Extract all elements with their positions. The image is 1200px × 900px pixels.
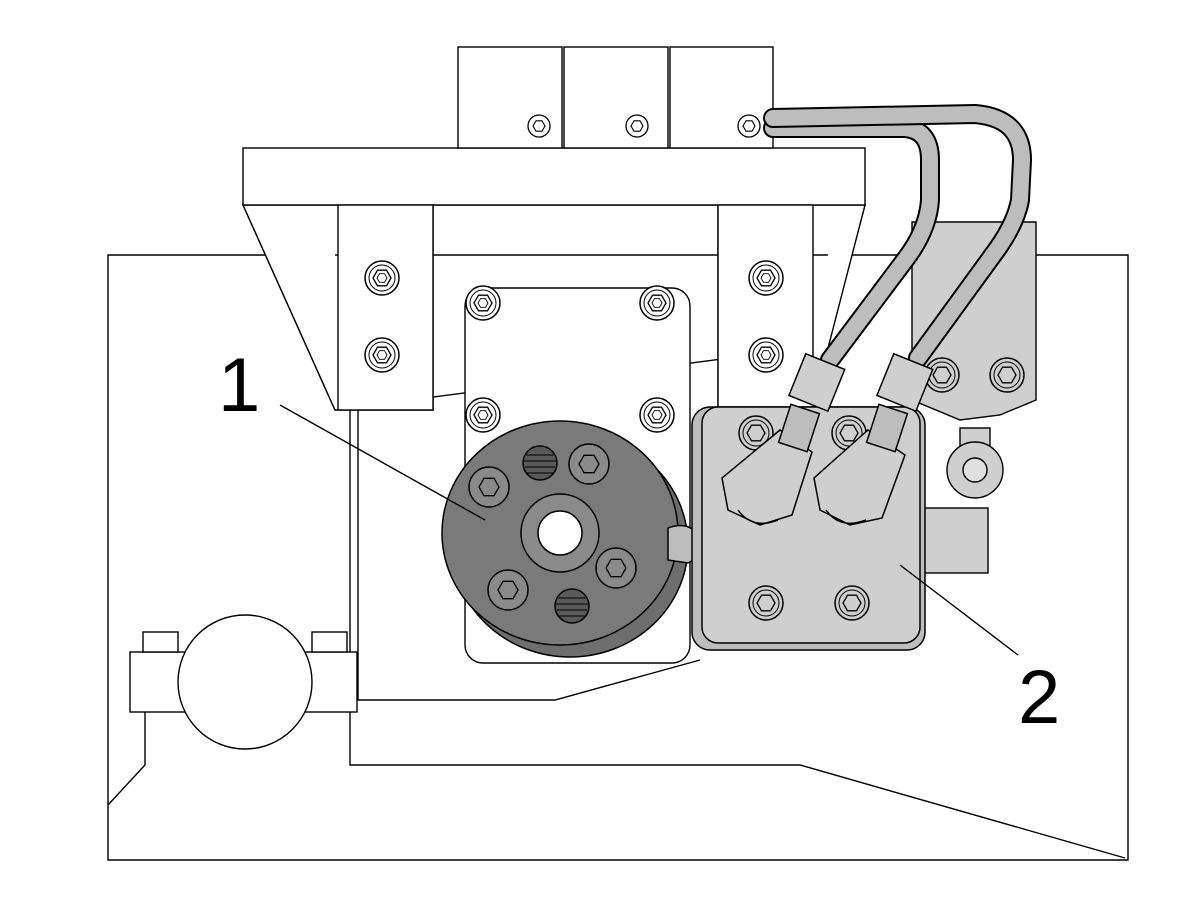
callout-label-1: 1: [218, 343, 261, 428]
leader-line-2: [899, 564, 1019, 656]
valve-block-part-2: [691, 352, 934, 651]
rear-bracket: [911, 221, 1037, 574]
callout-label-2: 2: [1018, 655, 1061, 740]
clamp-bracket: [129, 614, 358, 750]
leader-lines: [279, 404, 1019, 656]
carrier-plate: [349, 255, 1126, 859]
rotary-disc-part-1: [441, 420, 702, 658]
leader-line-1: [279, 404, 486, 521]
top-blocks: [457, 46, 774, 149]
hydraulic-tubes: [763, 104, 1032, 370]
